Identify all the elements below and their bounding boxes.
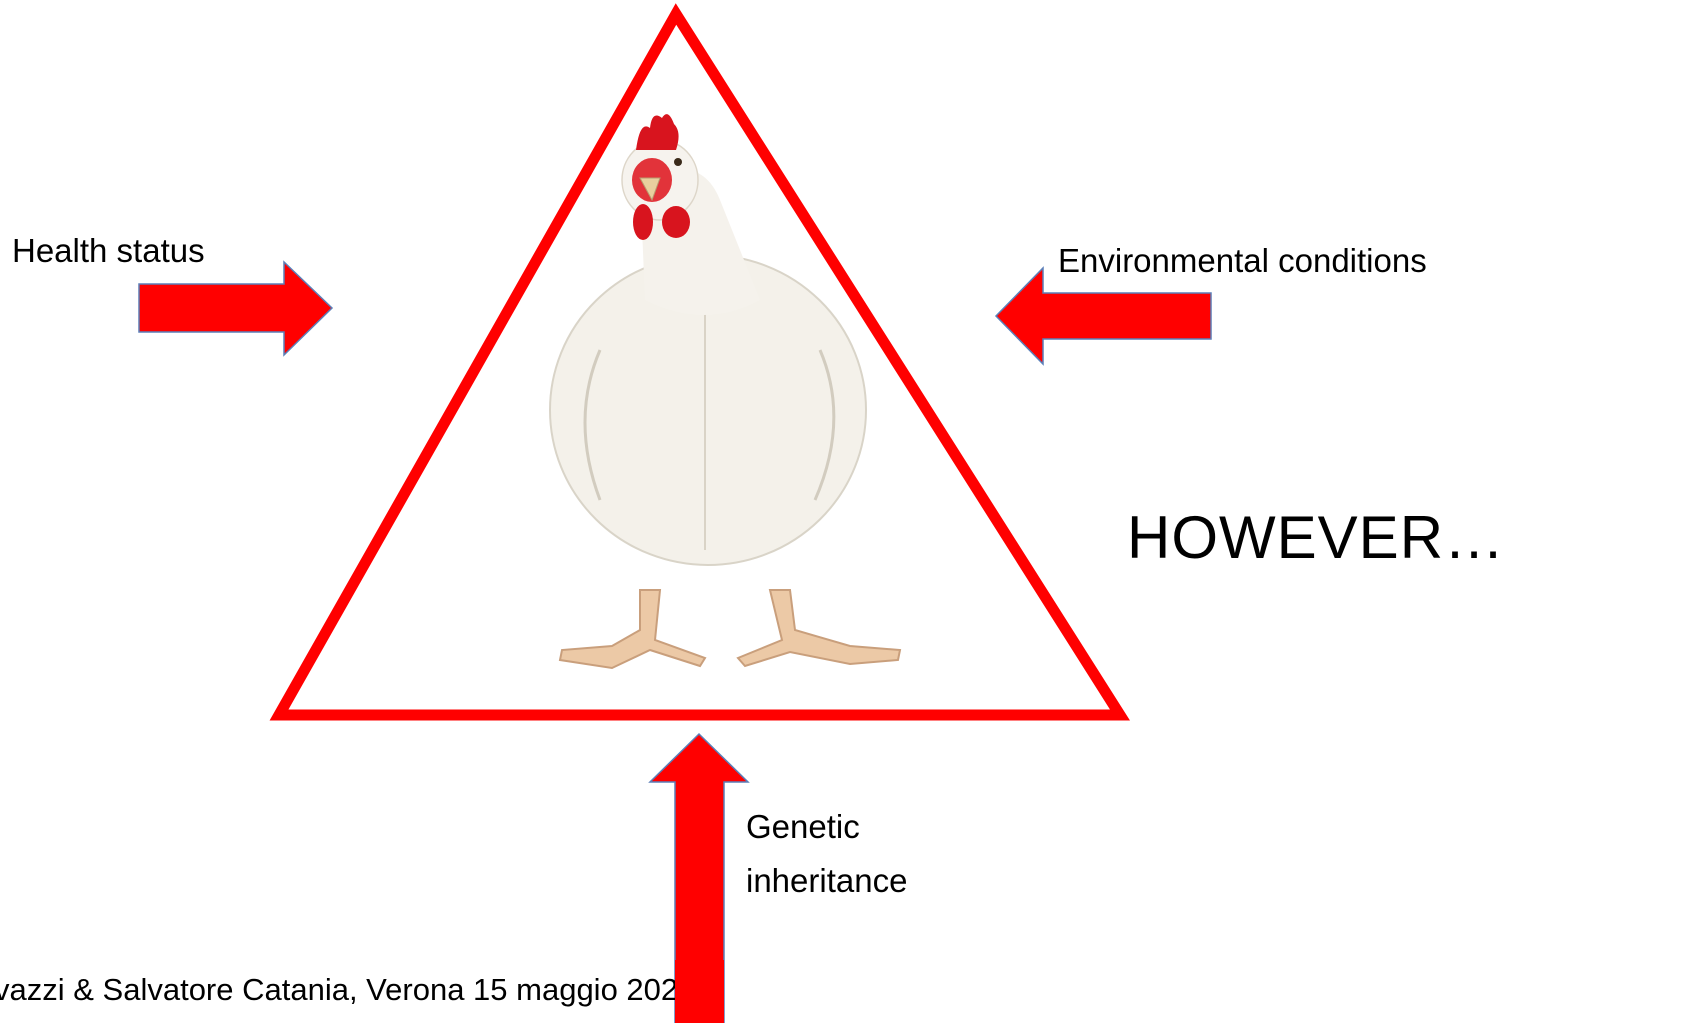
environmental-conditions-label: Environmental conditions (1058, 242, 1427, 280)
genetic-inheritance-label: Genetic inheritance (746, 800, 966, 908)
environment-arrow-icon (996, 268, 1211, 364)
health-arrow-icon (139, 262, 332, 355)
health-status-label: Health status (12, 232, 205, 270)
footer-credit: vazzi & Salvatore Catania, Verona 15 mag… (0, 972, 695, 1008)
genetic-label-line2: inheritance (746, 854, 966, 908)
however-heading: HOWEVER… (1127, 503, 1505, 572)
chicken-image (550, 114, 900, 668)
genetic-label-line1: Genetic (746, 800, 966, 854)
